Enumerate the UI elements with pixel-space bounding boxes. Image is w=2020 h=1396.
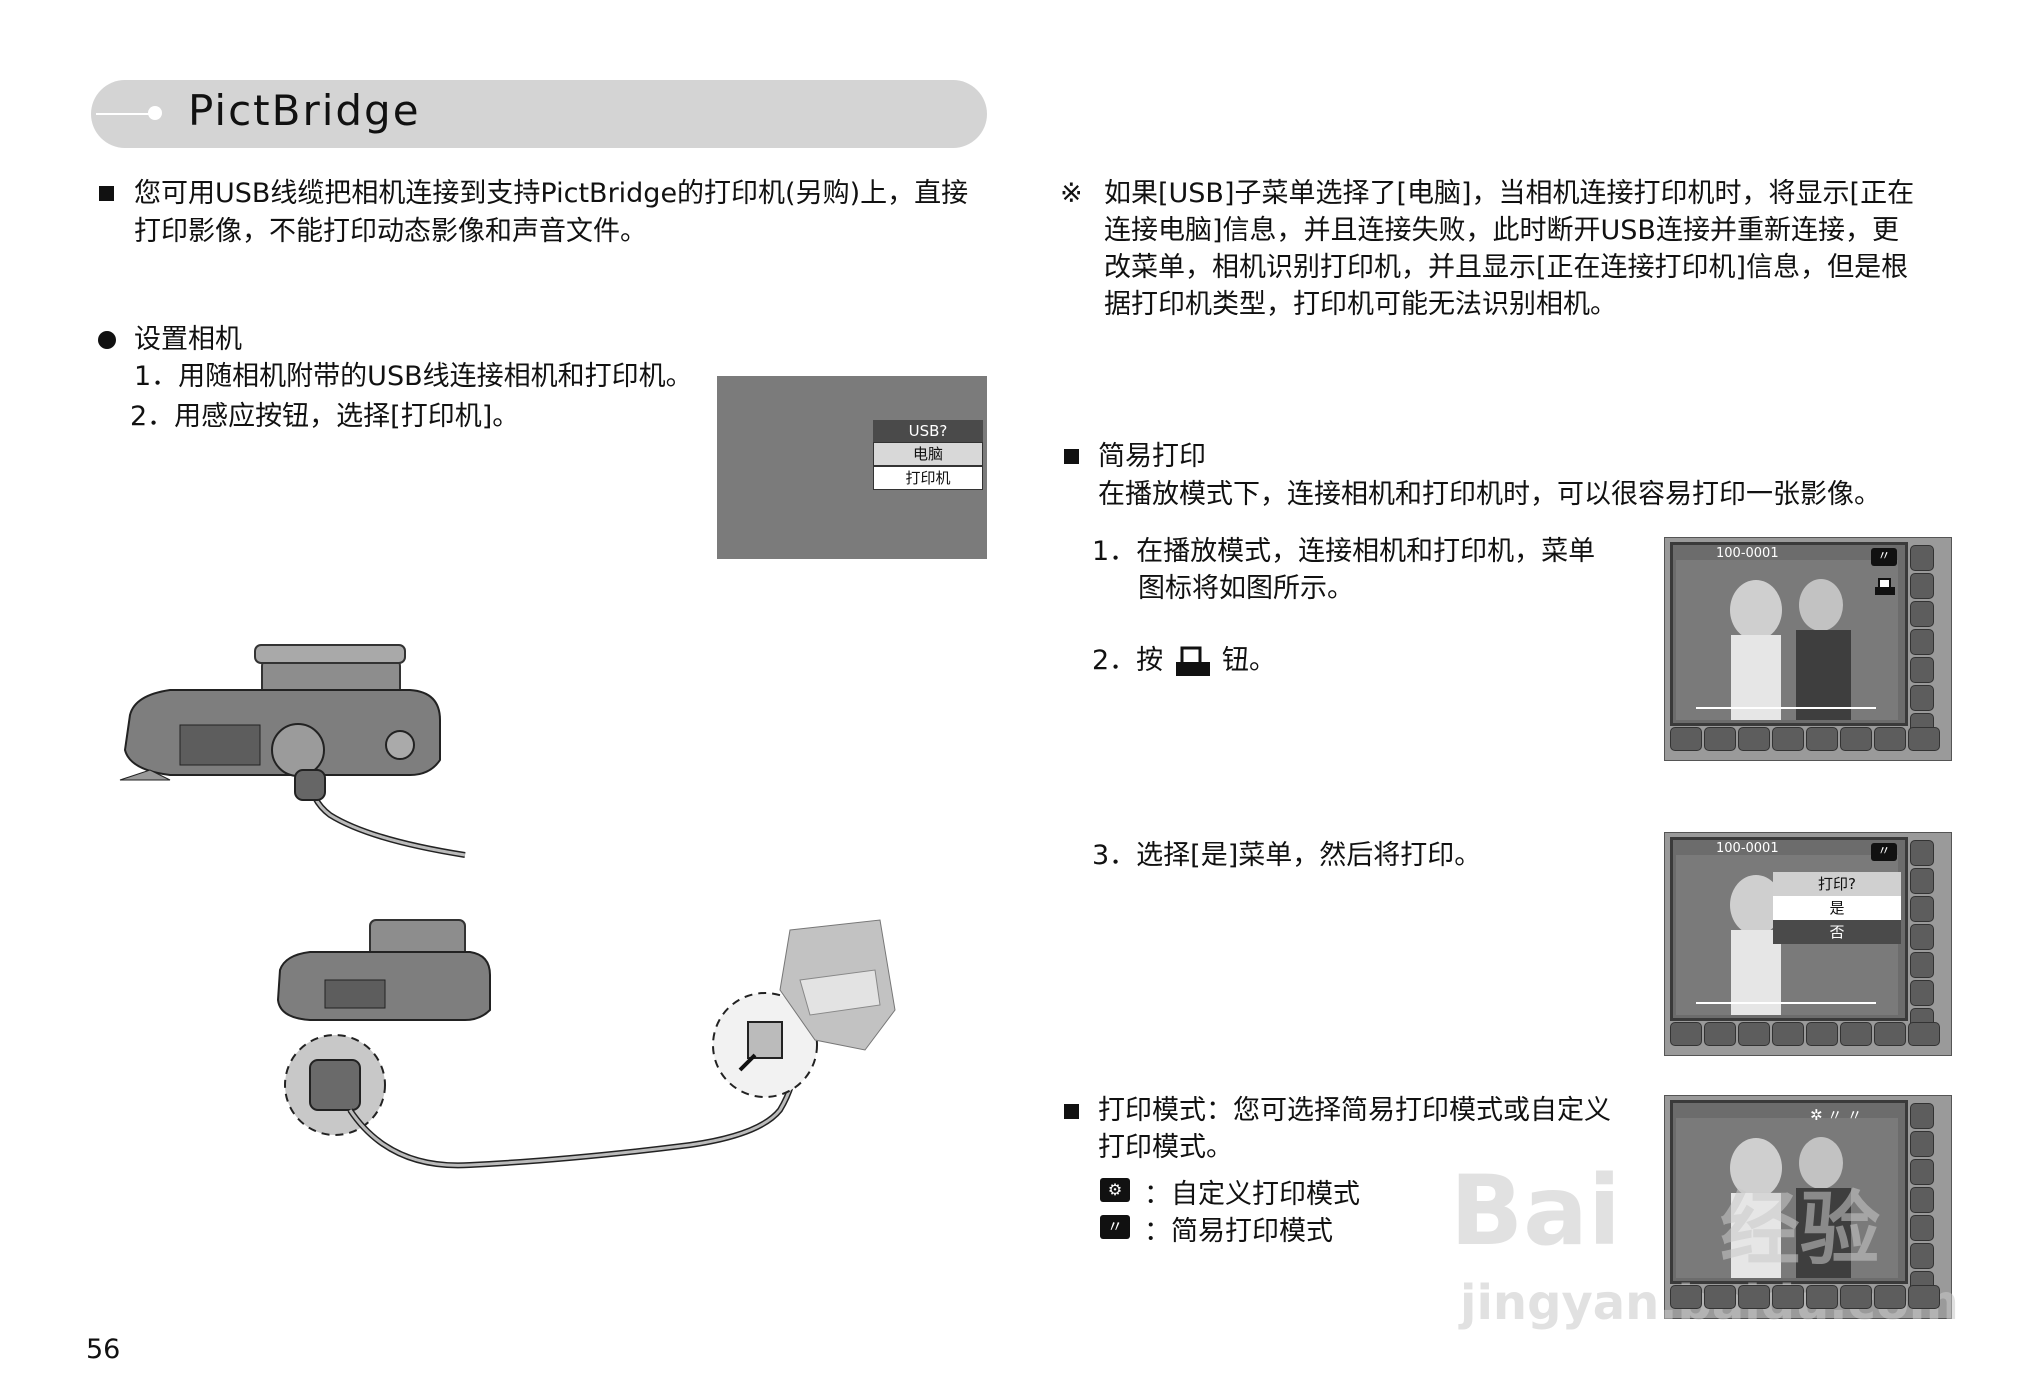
easy-step-3: 3．选择[是]菜单，然后将打印。 <box>1092 840 1482 871</box>
lcd-side-button <box>1910 1159 1934 1185</box>
lcd-bottom-button <box>1806 1022 1838 1046</box>
print-button-icon <box>1176 646 1210 676</box>
lcd-side-button <box>1910 685 1934 711</box>
easy-step-2-suffix: 钮。 <box>1222 645 1276 676</box>
custom-print-mode-icon: ✲ 〃 〃 <box>1810 1106 1863 1124</box>
lcd-side-button <box>1910 1215 1934 1241</box>
lcd-bottom-button <box>1840 727 1872 751</box>
page-title: PictBridge <box>188 86 421 135</box>
easy-print-mode-icon: 〃 <box>1871 843 1897 861</box>
lcd-bottom-button <box>1772 1285 1804 1309</box>
lcd-side-button <box>1910 545 1934 571</box>
lcd-side-button <box>1910 1131 1934 1157</box>
easy-print-desc: 在播放模式下，连接相机和打印机时，可以很容易打印一张影像。 <box>1098 479 1881 510</box>
lcd-side-button <box>1910 896 1934 922</box>
usb-menu-option-computer: 电脑 <box>873 442 983 466</box>
setup-heading: 设置相机 <box>134 324 242 355</box>
lcd-bottom-button <box>1772 727 1804 751</box>
square-bullet <box>1064 1104 1079 1119</box>
lcd-bottom-button <box>1704 1022 1736 1046</box>
lcd-bottom-button <box>1806 1285 1838 1309</box>
note-line-4: 据打印机类型，打印机可能无法识别相机。 <box>1104 289 1617 320</box>
print-mode-heading-line-1: 打印模式：您可选择简易打印模式或自定义 <box>1098 1095 1611 1126</box>
square-bullet <box>99 186 114 201</box>
lcd-bottom-button <box>1806 727 1838 751</box>
easy-step-2-prefix: 2．按 <box>1092 645 1164 676</box>
easy-step-1-line-2: 图标将如图所示。 <box>1138 573 1354 604</box>
lcd-side-button <box>1910 629 1934 655</box>
camera-usb-illustration <box>119 644 466 858</box>
easy-print-mode-icon: 〃 <box>1871 548 1897 566</box>
lcd-bottom-button <box>1738 727 1770 751</box>
easy-step-1-line-1: 1．在播放模式，连接相机和打印机，菜单 <box>1092 536 1596 567</box>
camera-printer-illustration <box>276 919 896 1169</box>
setup-step-2: 2．用感应按钮，选择[打印机]。 <box>130 401 520 432</box>
custom-mode-icon: ⚙ <box>1100 1178 1130 1202</box>
lcd-bottom-button <box>1908 1285 1940 1309</box>
usb-menu-title: USB? <box>873 420 983 442</box>
lcd-bottom-button <box>1908 727 1940 751</box>
lcd-bottom-button <box>1908 1022 1940 1046</box>
header-bar <box>91 80 987 148</box>
intro-line-2: 打印影像，不能打印动态影像和声音文件。 <box>134 216 647 247</box>
custom-mode-label: ：自定义打印模式 <box>1144 1179 1360 1210</box>
lcd-file-counter: 100-0001 <box>1716 841 1779 856</box>
print-icon <box>1875 578 1895 595</box>
easy-mode-label: ：简易打印模式 <box>1144 1216 1333 1247</box>
lcd-side-button <box>1910 868 1934 894</box>
lcd-bottom-button <box>1772 1022 1804 1046</box>
lcd-file-counter: 100-0001 <box>1716 546 1779 561</box>
print-confirm-no: 否 <box>1773 920 1901 944</box>
easy-mode-icon: 〃 <box>1100 1215 1130 1239</box>
print-confirm-title: 打印? <box>1773 872 1901 896</box>
lcd-side-button <box>1910 924 1934 950</box>
lcd-bottom-button <box>1874 1022 1906 1046</box>
watermark-brand: Bai <box>1450 1155 1621 1267</box>
lcd-bottom-button <box>1874 1285 1906 1309</box>
lcd-bottom-button <box>1704 1285 1736 1309</box>
lcd-bottom-button <box>1670 727 1702 751</box>
round-bullet <box>98 331 116 349</box>
note-line-2: 连接电脑]信息，并且连接失败，此时断开USB连接并重新连接，更 <box>1104 215 1899 246</box>
lcd-side-button <box>1910 1103 1934 1129</box>
print-mode-heading-line-2: 打印模式。 <box>1098 1132 1233 1163</box>
note-mark: ※ <box>1060 178 1083 209</box>
lcd-bottom-button <box>1738 1022 1770 1046</box>
setup-step-1: 1．用随相机附带的USB线连接相机和打印机。 <box>134 361 693 392</box>
lcd-bottom-button <box>1874 727 1906 751</box>
lcd-bottom-button <box>1704 727 1736 751</box>
lcd-side-button <box>1910 657 1934 683</box>
easy-print-heading: 简易打印 <box>1098 441 1206 472</box>
lcd-side-button <box>1910 601 1934 627</box>
note-line-3: 改菜单，相机识别打印机，并且显示[正在连接打印机]信息，但是根 <box>1104 252 1909 283</box>
usb-menu-option-printer: 打印机 <box>873 466 983 490</box>
lcd-photo-people <box>1676 1118 1898 1278</box>
lcd-bottom-button <box>1840 1285 1872 1309</box>
intro-line-1: 您可用USB线缆把相机连接到支持PictBridge的打印机(另购)上，直接 <box>134 178 969 209</box>
watermark-brand-2: 经验 <box>1720 1183 1880 1276</box>
note-line-1: 如果[USB]子菜单选择了[电脑]，当相机连接打印机时，将显示[正在 <box>1104 178 1915 209</box>
header-decor-dot <box>148 106 162 120</box>
lcd-photo-people <box>1676 560 1898 720</box>
lcd-side-button <box>1910 840 1934 866</box>
lcd-bottom-button <box>1670 1285 1702 1309</box>
page-number: 56 <box>86 1334 121 1365</box>
header-decor-line <box>96 113 151 115</box>
lcd-side-button <box>1910 1187 1934 1213</box>
lcd-bottom-button <box>1738 1285 1770 1309</box>
lcd-bottom-button <box>1670 1022 1702 1046</box>
lcd-side-button <box>1910 952 1934 978</box>
print-confirm-yes: 是 <box>1773 896 1901 920</box>
lcd-side-button <box>1910 573 1934 599</box>
usb-menu: USB? 电脑 打印机 <box>873 420 983 490</box>
lcd-side-button <box>1910 1243 1934 1269</box>
print-confirm-menu: 打印? 是 否 <box>1773 872 1901 944</box>
lcd-side-button <box>1910 980 1934 1006</box>
lcd-bottom-button <box>1840 1022 1872 1046</box>
square-bullet <box>1064 449 1079 464</box>
